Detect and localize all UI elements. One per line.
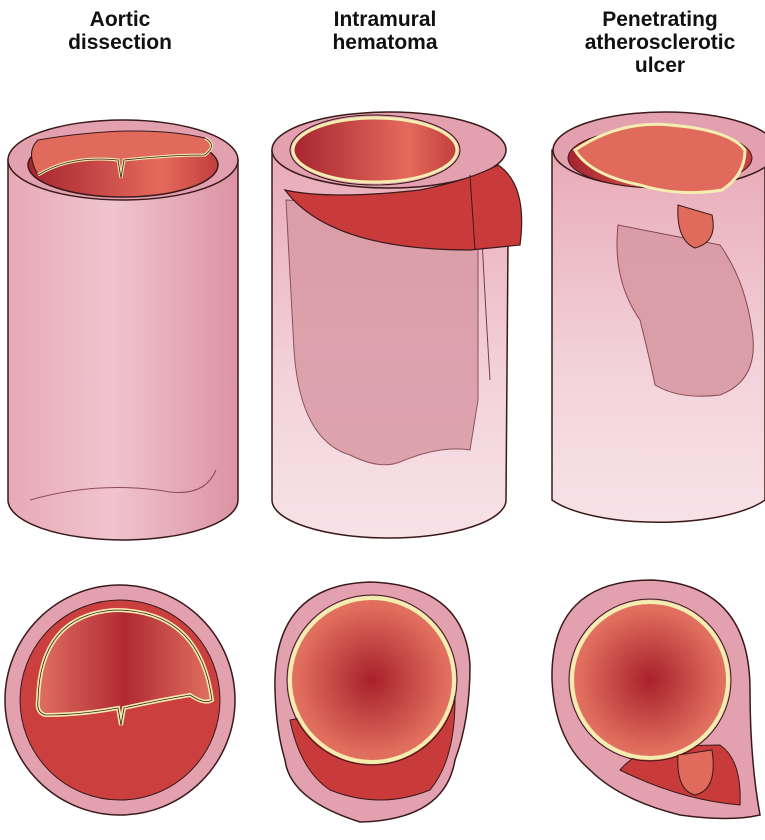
intramural-hematoma-tube <box>272 112 522 538</box>
penetrating-ulcer-cross-section <box>552 580 760 819</box>
aortic-dissection-tube <box>8 120 238 540</box>
aortic-dissection-cross-section <box>5 585 235 815</box>
intramural-hematoma-cross-section <box>275 582 470 822</box>
penetrating-ulcer-tube <box>552 112 765 522</box>
